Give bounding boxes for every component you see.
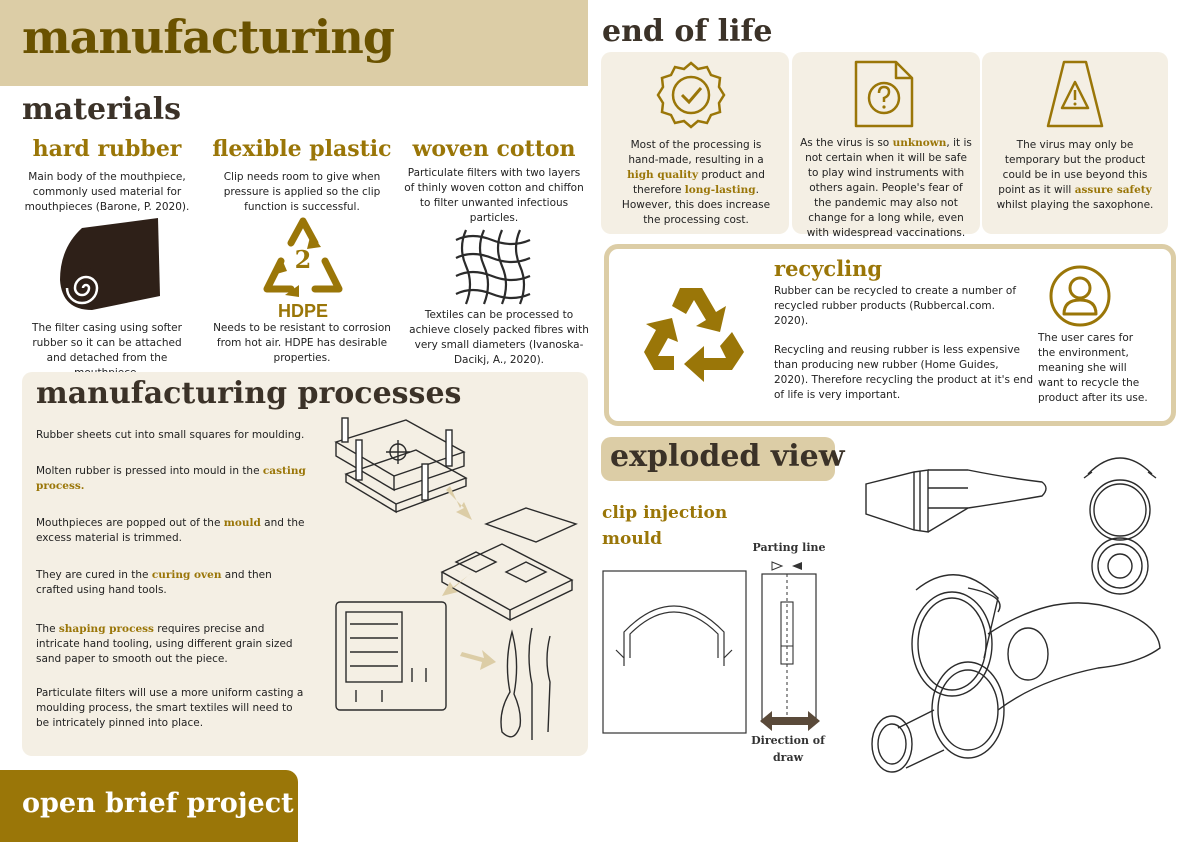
exploded-mouthpiece-drawing — [865, 457, 1161, 773]
eol-highlight: assure safety — [1074, 184, 1152, 196]
materials-heading: materials — [22, 92, 182, 127]
quality-badge-icon — [656, 61, 726, 129]
material-desc-flexible-plastic: Clip needs room to give when pressure is… — [223, 171, 381, 213]
exploded-view-heading: exploded view — [610, 439, 845, 474]
eol-text-quality: Most of the processing is hand-made, res… — [614, 138, 778, 228]
curing-oven-drawing — [335, 601, 447, 711]
eol-text: product and therefore — [633, 169, 765, 196]
eol-highlight: long-lasting — [684, 184, 756, 196]
process-step-text: Particulate filters will use a more unif… — [36, 687, 304, 729]
woven-fabric-icon — [455, 229, 531, 305]
footer-band — [0, 770, 298, 842]
recycling-paragraph-2: Recycling and reusing rubber is less exp… — [774, 344, 1034, 401]
hdpe-recycle-icon: 2 HDPE — [255, 217, 351, 327]
page-title: manufacturing — [22, 10, 395, 64]
question-document-icon — [854, 60, 914, 128]
recycle-arrows-icon — [644, 288, 744, 382]
eol-highlight: high quality — [627, 169, 699, 181]
exploded-view-tab — [601, 437, 835, 481]
rubber-roll-icon — [60, 218, 160, 310]
eol-text: . However, this does increase the proces… — [621, 184, 771, 226]
process-step-text: Rubber sheets cut into small squares for… — [36, 429, 305, 441]
hdpe-label: HDPE — [277, 301, 328, 321]
eol-text: As the virus is so — [800, 137, 893, 149]
material-note-woven-cotton: Textiles can be processed to achieve clo… — [409, 309, 589, 366]
hdpe-number: 2 — [294, 245, 312, 274]
process-step-4: They are cured in the curing oven and th… — [36, 568, 306, 598]
processes-heading: manufacturing processes — [36, 376, 462, 411]
process-step-text: Molten rubber is pressed into mould in t… — [36, 465, 263, 477]
process-step-text: Mouthpieces are popped out of the — [36, 517, 224, 529]
casting-mould-drawing — [334, 417, 468, 514]
recycling-heading: recycling — [774, 256, 883, 281]
eol-text-safety: The virus may only be temporary but the … — [990, 138, 1160, 213]
clip-mould-diagram — [602, 570, 747, 734]
process-step-text: requires precise and intricate hand tool… — [36, 623, 293, 665]
warning-sign-icon — [1046, 60, 1104, 128]
process-step-5: The shaping process requires precise and… — [36, 622, 306, 667]
material-note-flexible-plastic: Needs to be resistant to corrosion from … — [213, 322, 391, 364]
process-step-highlight: casting process. — [36, 465, 306, 492]
process-illustrations — [334, 417, 578, 740]
material-desc-hard-rubber: Main body of the mouthpiece, commonly us… — [24, 171, 190, 213]
process-step-text: The — [36, 623, 59, 635]
process-step-text: and then crafted using hand tools. — [36, 569, 272, 596]
end-of-life-heading: end of life — [602, 14, 773, 49]
process-step-text: They are cured in the — [36, 569, 152, 581]
clip-mould-heading: clip injection mould — [602, 503, 728, 549]
process-step-highlight: curing oven — [151, 569, 222, 581]
material-title-flexible-plastic: flexible plastic — [212, 136, 392, 162]
eol-text: whilst playing the saxophone. — [996, 199, 1154, 211]
eol-text: Most of the processing is hand-made, res… — [628, 139, 764, 166]
hand-tools-drawing — [500, 627, 551, 740]
process-step-text: and the excess material is trimmed. — [36, 517, 305, 544]
material-desc-woven-cotton: Particulate filters with two layers of t… — [404, 167, 584, 224]
process-step-highlight: shaping process — [58, 623, 154, 635]
footer-project-label: open brief project — [22, 788, 294, 819]
process-step-6: Particulate filters will use a more unif… — [36, 686, 306, 731]
material-title-woven-cotton: woven cotton — [412, 136, 576, 162]
parting-line-diagram — [761, 561, 817, 723]
process-step-2: Molten rubber is pressed into mould in t… — [36, 464, 306, 494]
recycling-paragraph-1: Rubber can be recycled to create a numbe… — [774, 285, 1017, 327]
processes-panel — [22, 372, 588, 756]
eol-text: , it is not certain when it will be safe… — [805, 137, 972, 239]
direction-of-draw-label: Direction of draw — [751, 734, 825, 764]
material-title-hard-rubber: hard rubber — [32, 136, 182, 162]
user-icon — [1049, 265, 1111, 327]
eol-card-quality — [601, 52, 789, 234]
parting-line-label: Parting line — [752, 541, 826, 554]
process-step-highlight: mould — [223, 517, 261, 529]
open-mould-drawing — [440, 507, 578, 622]
header-band — [0, 0, 588, 86]
eol-highlight: unknown — [892, 137, 947, 149]
eol-text-unknown: As the virus is so unknown, it is not ce… — [800, 136, 972, 241]
process-step-1: Rubber sheets cut into small squares for… — [36, 428, 306, 443]
recycling-user-note: The user cares for the environment, mean… — [1038, 332, 1148, 404]
eol-text: The virus may only be temporary but the … — [998, 139, 1148, 196]
process-step-3: Mouthpieces are popped out of the mould … — [36, 516, 306, 546]
direction-of-draw-arrow — [760, 711, 820, 731]
recycling-panel — [604, 244, 1176, 426]
